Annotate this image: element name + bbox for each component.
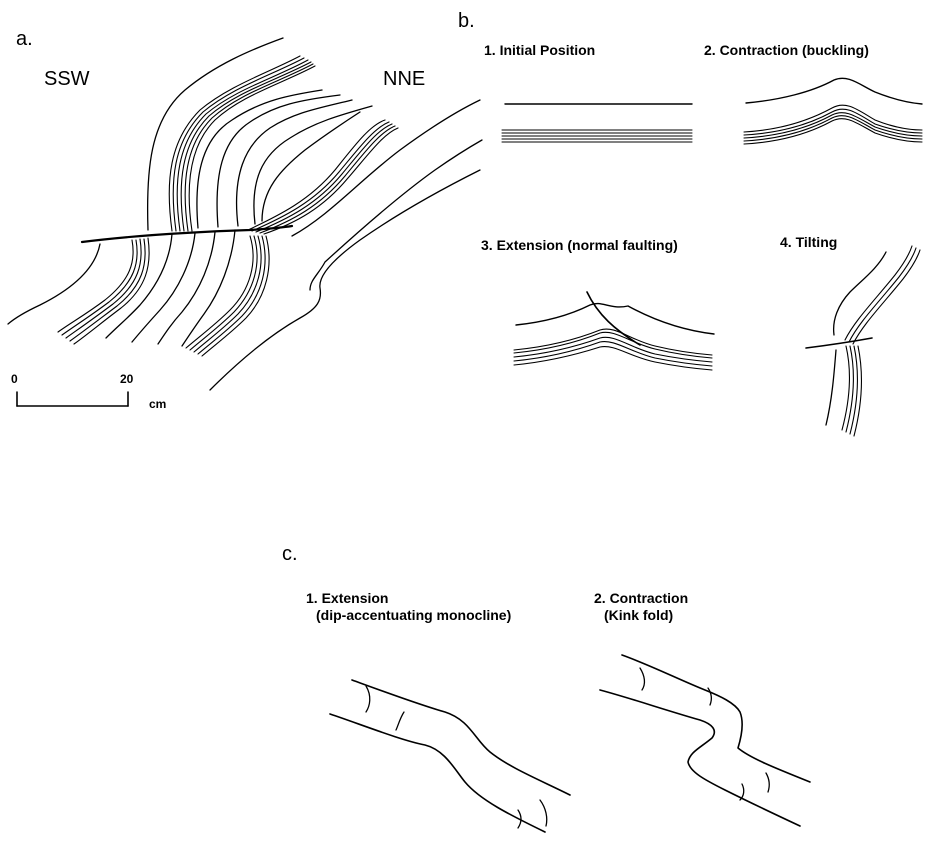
panel-a-field-sketch: [8, 38, 482, 390]
bed-bundle-lower-left: [58, 238, 149, 344]
bed-lower-4: [158, 232, 215, 344]
bed-outer-right-2: [310, 140, 482, 290]
bed-outer-right-1: [292, 100, 480, 236]
contraction-buckling-sketch: [744, 78, 922, 144]
bed-upper-6: [262, 112, 360, 221]
bed-lower-2: [106, 234, 172, 338]
bed-bundle-lower-right: [186, 236, 269, 356]
bed-lower-5: [182, 230, 235, 346]
scale-bar: [17, 392, 128, 406]
bed-outer-right-3: [210, 170, 480, 390]
extension-faulting-sketch: [514, 292, 714, 370]
bed-lower-1: [8, 244, 100, 324]
contraction-kink-sketch: [600, 655, 810, 826]
bed-bundle-upper-left: [169, 56, 315, 231]
initial-position-sketch: [502, 104, 692, 142]
tilting-sketch: [806, 246, 920, 436]
fault-trace: [82, 226, 292, 242]
bed-upper-3: [217, 95, 340, 227]
extension-monocline-sketch: [330, 680, 570, 832]
